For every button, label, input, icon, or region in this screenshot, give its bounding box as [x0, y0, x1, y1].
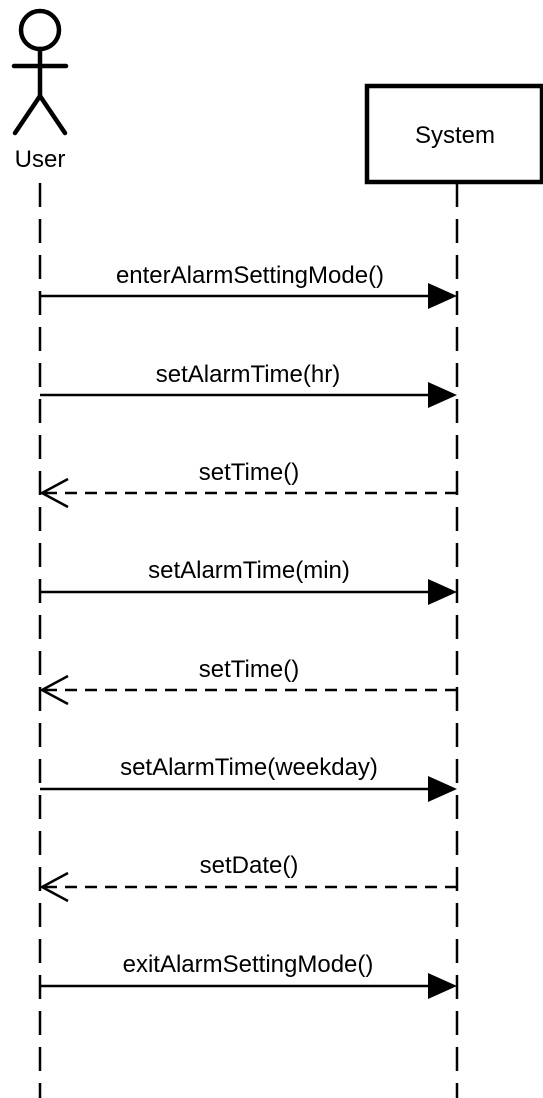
message-5-label: setTime() [199, 656, 299, 683]
message-1: enterAlarmSettingMode() [40, 262, 457, 309]
system-box [364, 83, 543, 185]
user-label: User [15, 146, 66, 173]
user-actor-icon [11, 8, 69, 136]
message-4: setAlarmTime(min) [40, 557, 457, 605]
message-1-label: enterAlarmSettingMode() [116, 262, 384, 289]
message-3-label: setTime() [199, 459, 299, 486]
message-7: setDate() [39, 852, 457, 903]
message-8: exitAlarmSettingMode() [40, 951, 457, 999]
message-2-label: setAlarmTime(hr) [156, 361, 340, 388]
message-2: setAlarmTime(hr) [40, 361, 457, 408]
message-8-label: exitAlarmSettingMode() [123, 951, 374, 978]
message-7-label: setDate() [200, 852, 299, 879]
message-6-label: setAlarmTime(weekday) [120, 754, 378, 781]
message-4-label: setAlarmTime(min) [148, 557, 350, 584]
message-5: setTime() [39, 656, 457, 706]
system-label: System [415, 122, 495, 149]
message-3: setTime() [39, 459, 457, 509]
message-6: setAlarmTime(weekday) [40, 754, 457, 802]
